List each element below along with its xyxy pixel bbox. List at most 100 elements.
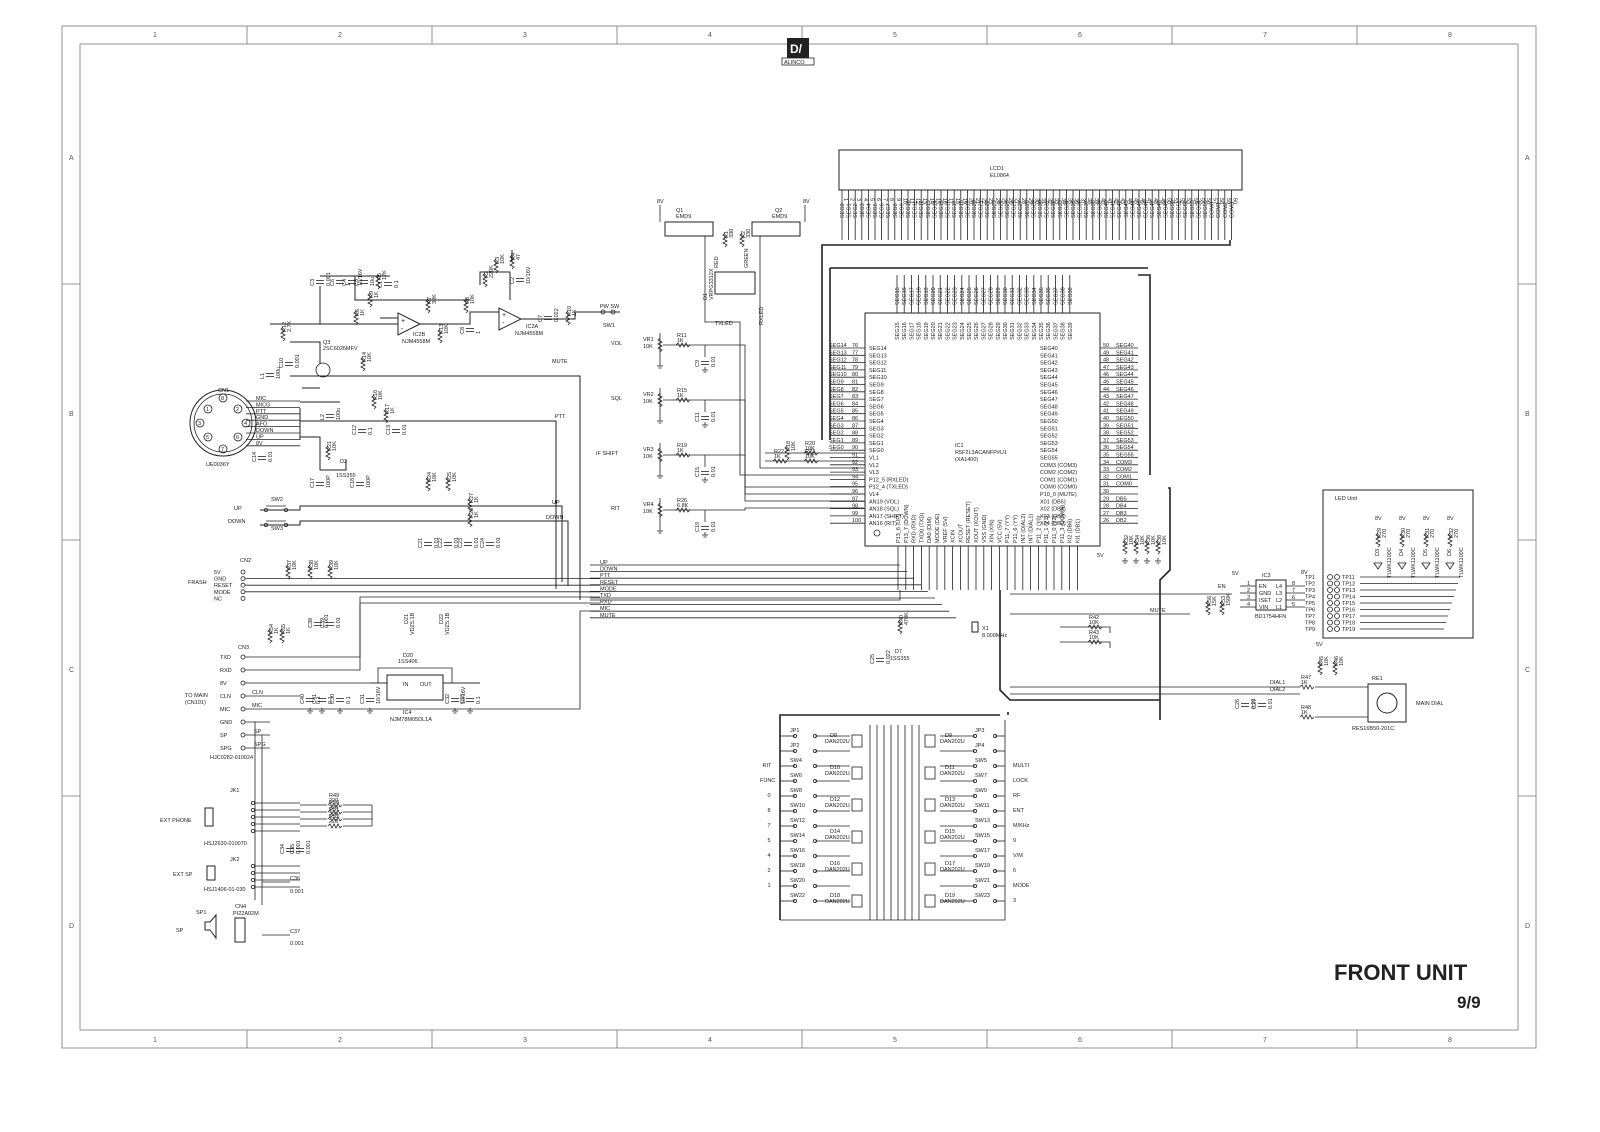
- lcd-pin-number: 50: [1165, 198, 1171, 204]
- seg-bus: [779, 240, 1231, 920]
- ic1-left-pin-number: 79: [852, 365, 858, 371]
- 8v-supply: 8V: [1447, 516, 1454, 522]
- vr-function-label: VOL: [611, 341, 622, 347]
- ic1-mcu: IC1 R5F2L3ACANFP#U1 (XA1400) SEG1476SEG1…: [829, 275, 1138, 590]
- ic1-top-pin-name: SEG19: [924, 322, 930, 340]
- vr-ref: VR2: [643, 392, 654, 398]
- ic1-right-pin-name: COM3 (COM3): [1040, 463, 1077, 469]
- re1-encoder: [1367, 683, 1407, 723]
- lcd-pin-number: 4: [862, 198, 868, 201]
- ic1-top-pin-name: SEG30: [1003, 322, 1009, 340]
- cn2-pin: [240, 589, 246, 595]
- bus-net-label: MUTE: [600, 613, 616, 619]
- ic1-right-pin-name: X04 (DB2): [1040, 521, 1066, 527]
- cn2-pin: [240, 569, 246, 575]
- sw1-contact: [610, 309, 616, 315]
- cn3-part: HJC0282-010024: [210, 755, 253, 761]
- lcd-pin-number: 37: [1080, 198, 1086, 204]
- grid-row-label: C: [1525, 667, 1530, 674]
- grid-col-label: 8: [1448, 32, 1452, 39]
- lcd-pin-net: SEG7: [886, 203, 892, 218]
- led-unit-title: LED Unit: [1335, 496, 1357, 502]
- lcd-pin-number: 55: [1198, 198, 1204, 204]
- test-point-ring: [1327, 574, 1333, 580]
- ic1-top-pin-name: SEG17: [909, 322, 915, 340]
- ic1-top-pin-name: SEG18: [917, 322, 923, 340]
- cn1-pin: [203, 404, 213, 414]
- cn3-pin-name: TXD: [220, 655, 231, 661]
- grid-col-label: 6: [1078, 32, 1082, 39]
- ic1-top-net: SEG32: [1017, 287, 1023, 305]
- diode-ref: D12: [830, 797, 840, 803]
- diode-part: DAN202U: [940, 867, 965, 873]
- capacitor-value: 0.1: [328, 696, 334, 704]
- ic1-right-net: SEG54: [1116, 445, 1134, 451]
- resistor-value: 6.8K: [677, 503, 689, 509]
- resistor-ref: R20: [805, 441, 815, 447]
- resistor-ref: R25: [447, 472, 453, 482]
- ic1-left-net: SEG14: [829, 343, 847, 349]
- cn3-pin-name: CLN: [220, 694, 231, 700]
- ic1-right-pin-number: 33: [1103, 467, 1109, 473]
- ic1-left-pin-name: SEG7: [869, 397, 884, 403]
- ic1-right-net: SEG55: [1116, 453, 1134, 459]
- ic1-right-net: SEG52: [1116, 431, 1134, 437]
- resistor-ref: R14: [362, 352, 368, 362]
- test-point: TP5: [1305, 601, 1315, 607]
- ic1-left-pin-name: SEG1: [869, 441, 884, 447]
- wire: [1299, 714, 1315, 720]
- 5v-supply: 5V: [1097, 553, 1104, 559]
- ic1-top-net: SEG30: [1003, 287, 1009, 305]
- lcd-pin-number: 49: [1159, 198, 1165, 204]
- resistor-ref: R6: [355, 309, 361, 316]
- jk2-body: [206, 865, 216, 881]
- ic1-right-pin-number: 39: [1103, 423, 1109, 429]
- jk1-ref: JK1: [230, 788, 239, 794]
- x1-crystal: [971, 621, 979, 633]
- capacitor-ref: C26: [1235, 699, 1241, 709]
- resistor-value: 1K: [677, 393, 684, 399]
- capacitor-ref: C9: [695, 360, 701, 367]
- main-dial-label: MAIN DIAL: [1416, 701, 1444, 707]
- wire: [420, 311, 499, 325]
- q2-ref: Q2: [775, 208, 782, 214]
- grid-col-label: 1: [153, 32, 157, 39]
- ic1-right-pin-number: 26: [1103, 518, 1109, 524]
- lcd-pin-number: 25: [1000, 198, 1006, 204]
- lcd-pin-number: 30: [1033, 198, 1039, 204]
- ic1-top-net: SEG18: [917, 287, 923, 305]
- ic1-right-pin-name: SEG44: [1040, 375, 1058, 381]
- net-ptt: PTT: [555, 414, 566, 420]
- resistor-value: 330: [729, 229, 735, 238]
- wire: [300, 420, 557, 589]
- lcd-pin-net: SEG5: [873, 203, 879, 218]
- lcd-pin-number: 19: [961, 198, 967, 204]
- ic1-top-net: SEG39: [1068, 287, 1074, 305]
- lcd-pin-number: 6: [875, 198, 881, 201]
- ic1-bottom-pin-name: RXD (RXD): [912, 514, 918, 543]
- 5v-supply: 5V: [1316, 642, 1323, 648]
- resistor-value: 10K: [1089, 620, 1099, 626]
- ic1-top-net: SEG20: [931, 287, 937, 305]
- jk2-label: EXT SP: [173, 872, 193, 878]
- ic1-left-pin-name: SEG12: [869, 361, 887, 367]
- diode-part: DAN202U: [825, 899, 850, 905]
- led-part: TLWK1100C: [1435, 547, 1441, 578]
- lcd-pin-number: 9: [895, 198, 901, 201]
- re1-part: RES16B50-201C: [1352, 726, 1394, 732]
- wire: [307, 564, 313, 580]
- ic1-right-net: SEG50: [1116, 416, 1134, 422]
- ic1-left-pin-name: VL1: [869, 456, 879, 462]
- lcd-pin-number: 45: [1132, 198, 1138, 204]
- c37-ref: C37: [290, 929, 300, 935]
- key-function-label: M/KHz: [1013, 823, 1030, 829]
- diode-ref: D16: [830, 861, 840, 867]
- wire: [270, 286, 321, 325]
- capacitor-ref: C27: [1252, 699, 1258, 709]
- lcd-pin-net: SEG21: [979, 200, 985, 218]
- lcd-pin-net: SEG11: [913, 201, 919, 218]
- resistor-ref: R23: [805, 449, 815, 455]
- ic1-bottom-pin-name: KI1 (DB1): [1075, 519, 1081, 543]
- capacitor-ref: L2: [320, 414, 326, 420]
- ic1-bottom-pin-name: XOUT (XOUT): [974, 507, 980, 543]
